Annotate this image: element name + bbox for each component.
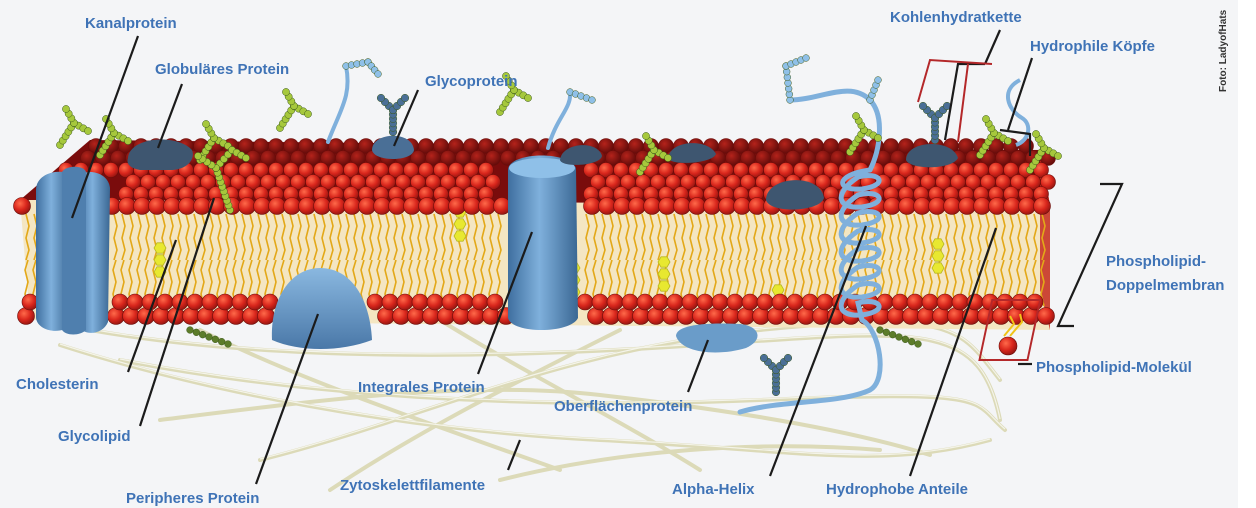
label-peripheres-protein: Peripheres Protein (126, 490, 259, 507)
label-phospholipid-doppelmembran-line1: Phospholipid- (1106, 253, 1206, 270)
channel-protein (36, 167, 110, 335)
label-kanalprotein: Kanalprotein (85, 15, 177, 32)
label-alpha-helix: Alpha-Helix (672, 481, 755, 498)
label-kohlenhydratkette: Kohlenhydratkette (890, 9, 1022, 26)
photo-credit: Foto: LadyofHats (1218, 9, 1229, 92)
label-phospholipid-molekuel: Phospholipid-Molekül (1036, 359, 1192, 376)
label-oberflaechenprotein: Oberflächenprotein (554, 398, 692, 415)
label-zytoskelettfilamente: Zytoskelettfilamente (340, 477, 485, 494)
label-globulaeres-protein: Globuläres Protein (155, 61, 289, 78)
label-hydrophobe-anteile: Hydrophobe Anteile (826, 481, 968, 498)
label-integrales-protein: Integrales Protein (358, 379, 485, 396)
page-edge (1238, 0, 1256, 508)
label-hydrophile-koepfe: Hydrophile Köpfe (1030, 38, 1155, 55)
label-cholesterin: Cholesterin (16, 376, 99, 393)
label-phospholipid-doppelmembran-line2: Doppelmembran (1106, 277, 1224, 294)
label-glycolipid: Glycolipid (58, 428, 131, 445)
label-glycoprotein: Glycoprotein (425, 73, 518, 90)
integral-protein (508, 155, 578, 330)
